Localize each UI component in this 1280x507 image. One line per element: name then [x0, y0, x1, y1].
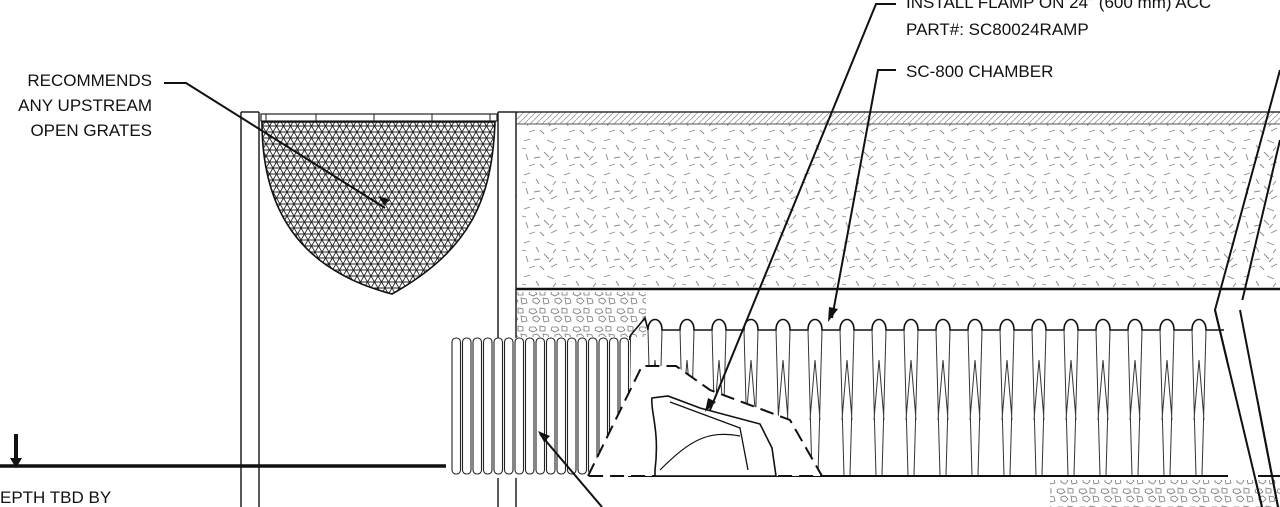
surface-hatch [516, 112, 1280, 124]
pipe-corrugation [566, 337, 577, 475]
note-flamp: INSTALL FLAMP ON 24" (600 mm) ACC PART#:… [906, 0, 1211, 39]
pipe-corrugation [545, 337, 556, 475]
filter-bag-insert [261, 121, 496, 295]
pipe-corrugation [524, 337, 535, 475]
leader-catch-basin [164, 82, 386, 209]
pipe-corrugation [493, 337, 504, 475]
leader-pipe [539, 433, 603, 507]
pipe-corrugation [472, 337, 483, 475]
chamber-rib [1191, 329, 1207, 477]
flamp-note-line-1: INSTALL FLAMP ON 24" (600 mm) ACC [906, 0, 1211, 12]
elevation-arrow [10, 458, 22, 468]
inlet-pipe [451, 337, 630, 475]
pipe-corrugation [587, 337, 598, 475]
note-chamber: SC-800 CHAMBER [906, 62, 1053, 81]
chamber-rib [999, 329, 1015, 477]
chamber-rib [1031, 329, 1047, 477]
foundation-stone [1050, 480, 1280, 507]
pipe-corrugation [577, 337, 588, 475]
chamber-rib [1095, 329, 1111, 477]
note-line-3: OPEN GRATES [30, 121, 152, 140]
pipe-corrugation [451, 337, 462, 475]
chamber-rib [935, 329, 951, 477]
note-line-2: ANY UPSTREAM [18, 96, 152, 115]
grate-frame [260, 113, 498, 122]
chamber-rib [839, 329, 855, 477]
cover-fill-area [516, 124, 1280, 289]
flamp-note-line-2: PART#: SC80024RAMP [906, 20, 1089, 39]
chamber-rib [1063, 329, 1079, 477]
chamber-rib [871, 329, 887, 477]
chamber-rib [1127, 329, 1143, 477]
note-depth: EPTH TBD BY [0, 488, 111, 507]
chamber-rib [1159, 329, 1175, 477]
leader-chamber [831, 69, 896, 319]
pipe-corrugation [482, 337, 493, 475]
note-line-1: RECOMMENDS [27, 71, 152, 90]
chamber-rib [903, 329, 919, 477]
flamp-ramp [586, 365, 824, 477]
pipe-corrugation [556, 337, 567, 475]
pipe-corrugation [503, 337, 514, 475]
chamber-rib [807, 329, 823, 477]
embedment-stone-left [516, 292, 646, 337]
pipe-corrugation [461, 337, 472, 475]
note-catch-basin: RECOMMENDS ANY UPSTREAM OPEN GRATES [18, 71, 152, 140]
pipe-corrugation [535, 337, 546, 475]
chamber-rib [967, 329, 983, 477]
pipe-corrugation [514, 337, 525, 475]
leader-flamp [709, 3, 896, 411]
catch-basin-structure [240, 111, 517, 507]
